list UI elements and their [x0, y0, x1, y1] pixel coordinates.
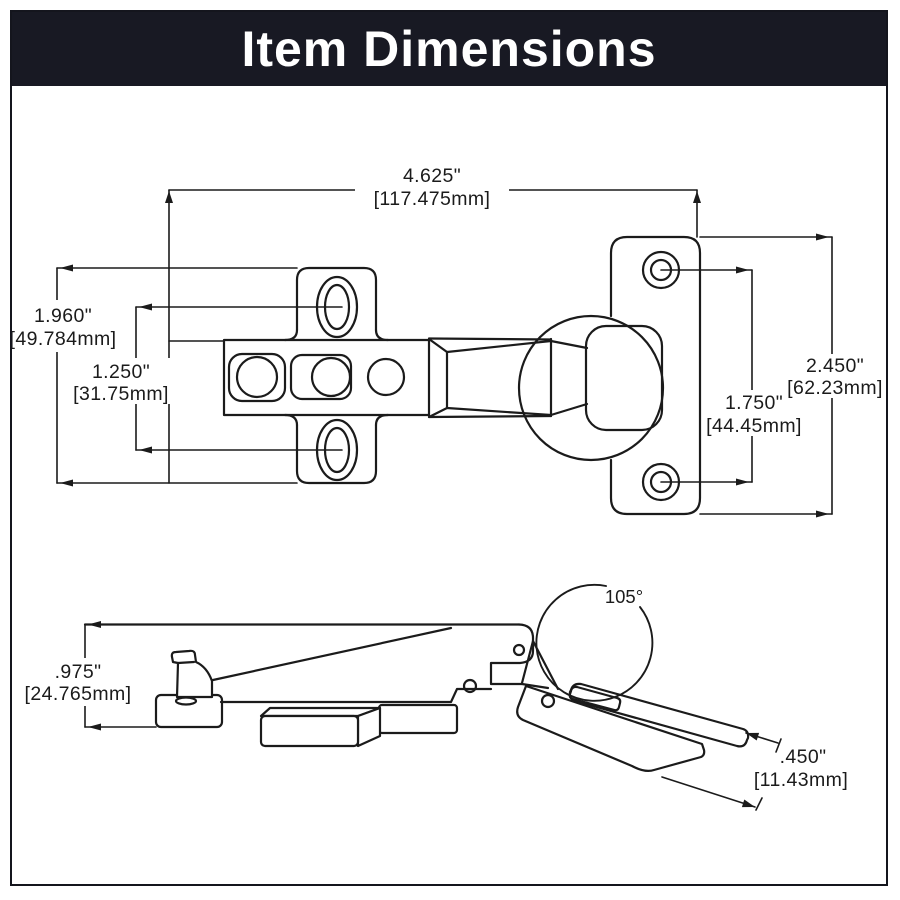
dimension-drawing: 4.625" [117.475mm] 1.960" [49.784mm] 1.2… [12, 160, 886, 811]
top-view-dimension-lines [56, 189, 833, 518]
hinge-side-view: 105° .975" [24.765mm] .450" [11.43mm] [23, 583, 848, 811]
dim-screw-spacing-mm: [31.75mm] [73, 383, 169, 405]
header-bar: Item Dimensions [12, 12, 886, 86]
side-height-dimension [84, 621, 157, 731]
dim-cup-plate-height-mm: [62.23mm] [787, 377, 883, 399]
page-title: Item Dimensions [241, 21, 657, 77]
dim-overall-width-in: 4.625" [403, 165, 461, 187]
dim-door-thickness-in: .450" [780, 746, 827, 768]
slide-on-mechanism [259, 703, 459, 748]
dim-height-mm: [24.765mm] [25, 683, 132, 705]
hinge-arm-top [427, 337, 589, 419]
hinge-arm-side [83, 623, 560, 704]
page-frame: Item Dimensions [10, 10, 888, 886]
dim-plate-height-mm: [49.784mm] [12, 328, 116, 350]
drawing-area: 4.625" [117.475mm] 1.960" [49.784mm] 1.2… [12, 86, 886, 884]
dim-screw-spacing-in: 1.250" [92, 361, 150, 383]
door-cup-assembly [516, 682, 750, 772]
hinge-cup-plate [517, 235, 702, 516]
dim-plate-height-in: 1.960" [34, 305, 92, 327]
dim-cup-screw-spacing-in: 1.750" [725, 392, 783, 414]
hinge-top-view: 4.625" [117.475mm] 1.960" [49.784mm] 1.2… [12, 160, 886, 518]
opening-angle-arc [535, 583, 654, 702]
dim-cup-screw-spacing-mm: [44.45mm] [706, 415, 802, 437]
door-thickness-dimension [661, 732, 782, 811]
dim-overall-width-mm: [117.475mm] [374, 188, 491, 210]
mounting-clip-side [154, 649, 224, 729]
dim-height-in: .975" [55, 661, 102, 683]
dim-cup-plate-height-in: 2.450" [806, 355, 864, 377]
opening-angle-label: 105° [605, 586, 643, 607]
mounting-plate [222, 266, 431, 485]
dim-door-thickness-mm: [11.43mm] [754, 769, 848, 791]
